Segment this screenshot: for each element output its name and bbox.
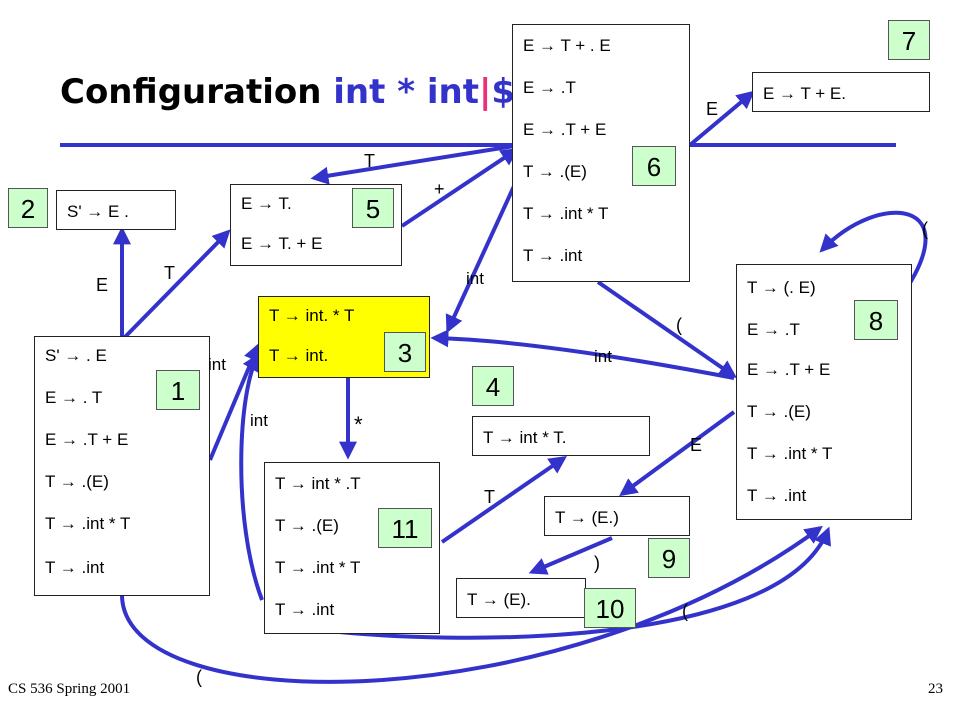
footer-page-number: 23: [928, 681, 943, 697]
state-1-number: 1: [156, 370, 200, 410]
edge-s8-s9: [619, 410, 736, 497]
title-prefix: Configuration: [60, 72, 334, 112]
state-11-number: 11: [378, 508, 432, 548]
state-11-item: T → int * .T: [275, 474, 361, 493]
state-7-item: E → T + E.: [763, 84, 846, 103]
state-3-number: 3: [384, 332, 426, 372]
state-10: T → (E).: [456, 578, 586, 618]
state-4-item: T → int * T.: [483, 428, 567, 447]
edge-s6-s8: [596, 280, 737, 379]
state-6-item: E → .T: [523, 78, 576, 97]
edge-s8-s3: [430, 329, 735, 380]
state-6-item: T → .int * T: [523, 204, 609, 223]
title-rule: [60, 143, 896, 147]
edge-label-s8-s8: (: [922, 219, 928, 239]
edge-s1-s8: [120, 525, 823, 684]
slide-title: Configuration int * int|$: [60, 72, 515, 112]
state-8-number: 8: [854, 300, 898, 340]
state-8-item: T → .int: [747, 486, 807, 505]
state-4: T → int * T.: [472, 416, 650, 456]
state-6-item: T → .int: [523, 246, 583, 265]
edge-s8-s8: [819, 210, 928, 300]
state-2-number: 2: [8, 188, 48, 228]
edge-label-s9-s10: ): [594, 553, 600, 573]
state-11-item: T → .int: [275, 600, 335, 619]
state-1-item: T → .int: [45, 558, 105, 577]
state-5-item: E → T. + E: [241, 234, 323, 253]
edge-s11-s3: [239, 352, 264, 601]
state-5-number: 5: [352, 188, 394, 228]
edge-label-s6-s8: (: [676, 315, 682, 335]
state-8-item: E → .T + E: [747, 360, 831, 379]
edge-label-s11-s4: T: [484, 487, 495, 507]
state-8-item: T → .int * T: [747, 444, 833, 463]
edge-s6-s5: [310, 144, 515, 185]
state-7-number: 7: [888, 20, 930, 60]
state-9-item: T → (E.): [555, 508, 619, 527]
edge-label-s1-s3: int: [208, 355, 226, 374]
edge-label-s3-s11: *: [354, 412, 363, 437]
state-2-item: S' → E .: [67, 202, 129, 221]
state-1-item: E → .T + E: [45, 430, 129, 449]
edge-label-s1-s8: (: [196, 667, 202, 687]
title-end-marker: $: [491, 72, 516, 112]
edge-s9-s10: [528, 536, 613, 575]
edge-label-s5-s6: +: [434, 179, 445, 199]
edge-label-s6-s7: E: [706, 99, 719, 119]
state-2: S' → E .: [56, 190, 176, 230]
state-8-item: E → .T: [747, 320, 800, 339]
edge-label-s1-s5: T: [164, 263, 175, 283]
edge-label-s8-s9: E: [690, 435, 703, 455]
edge-label-s6-s5: T: [364, 151, 375, 171]
title-cursor: |: [478, 72, 492, 112]
state-6-item: T → .(E): [523, 162, 587, 181]
state-10-item: T → (E).: [467, 590, 531, 609]
state-6-item: E → .T + E: [523, 120, 607, 139]
edge-s5-s6: [400, 148, 519, 228]
state-11-item: T → .int * T: [275, 558, 361, 577]
edge-label-s6-s3: int: [466, 269, 484, 288]
state-4-number: 4: [472, 366, 514, 406]
edge-label-s8-s3: int: [594, 347, 612, 366]
state-10-number: 10: [584, 588, 636, 628]
state-3-item: T → int. * T: [269, 306, 355, 325]
state-7: E → T + E.: [752, 72, 930, 112]
state-11: T → int * .T T → .(E) T → .int * T T → .…: [264, 462, 440, 634]
edge-s1-s5: [122, 229, 231, 340]
edge-label-s11-s3: int: [250, 411, 268, 430]
edge-label-s1-s2: E: [96, 275, 109, 295]
state-1-item: T → .int * T: [45, 514, 131, 533]
title-input: int * int: [333, 72, 479, 112]
state-1-item: S' → . E: [45, 346, 107, 365]
edge-label-s11-s8: (: [682, 601, 688, 621]
state-8-item: T → .(E): [747, 402, 811, 421]
state-5-item: E → T.: [241, 194, 292, 213]
state-11-item: T → .(E): [275, 516, 339, 535]
edge-s11-s8: [319, 526, 831, 640]
state-1-item: E → . T: [45, 388, 103, 407]
edge-s6-s7: [688, 90, 755, 147]
edge-s11-s4: [440, 455, 567, 544]
state-6-item: E → T + . E: [523, 36, 611, 55]
state-1-item: T → .(E): [45, 472, 109, 491]
state-3-item: T → int.: [269, 346, 329, 365]
state-9-number: 9: [648, 538, 690, 578]
state-6-number: 6: [632, 146, 676, 186]
state-9: T → (E.): [544, 496, 690, 536]
footer-course: CS 536 Spring 2001: [8, 681, 131, 697]
state-8-item: T → (. E): [747, 278, 816, 297]
